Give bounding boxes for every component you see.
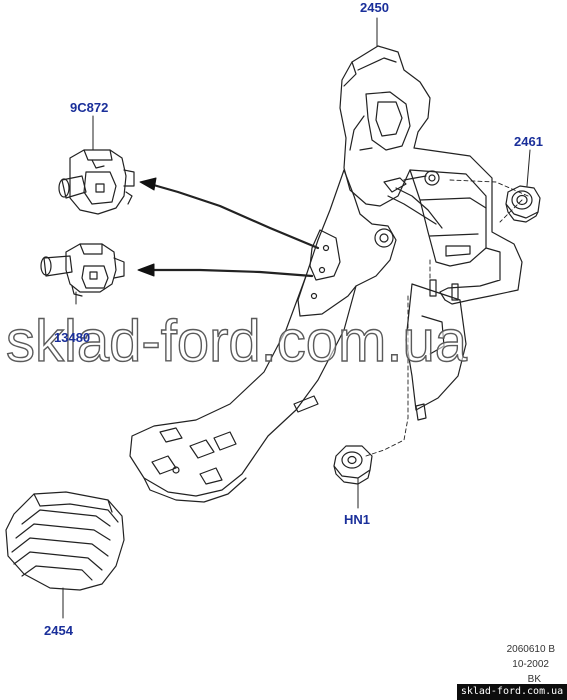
label-switch-lower: 13480 [54, 330, 91, 345]
pedal-arm [129, 169, 397, 503]
footer-site-badge: sklad-ford.com.ua [457, 684, 567, 700]
pedal-pad-2454 [5, 491, 125, 591]
label-pedal-pad: 2454 [44, 623, 73, 638]
pedal-bracket [339, 45, 523, 305]
arrow-heads [137, 177, 157, 277]
label-nut-2461: 2461 [514, 134, 543, 149]
drawing-number: 2060610 B [506, 644, 555, 655]
label-switch-upper: 9C872 [70, 100, 109, 115]
leader-lines [62, 17, 531, 619]
nut-hn1 [333, 445, 373, 485]
watermark-text: sklad-ford.com.ua [5, 308, 467, 374]
drawing-date: 10-2002 [512, 659, 549, 670]
nut-2461 [505, 185, 541, 223]
switch-arrows [148, 182, 320, 278]
switch-9c872 [58, 149, 135, 215]
label-pedal-box: 2450 [360, 0, 389, 15]
label-nut-hn1: HN1 [344, 512, 371, 527]
drawing-code: BK [527, 674, 541, 685]
switch-13480 [40, 243, 125, 297]
